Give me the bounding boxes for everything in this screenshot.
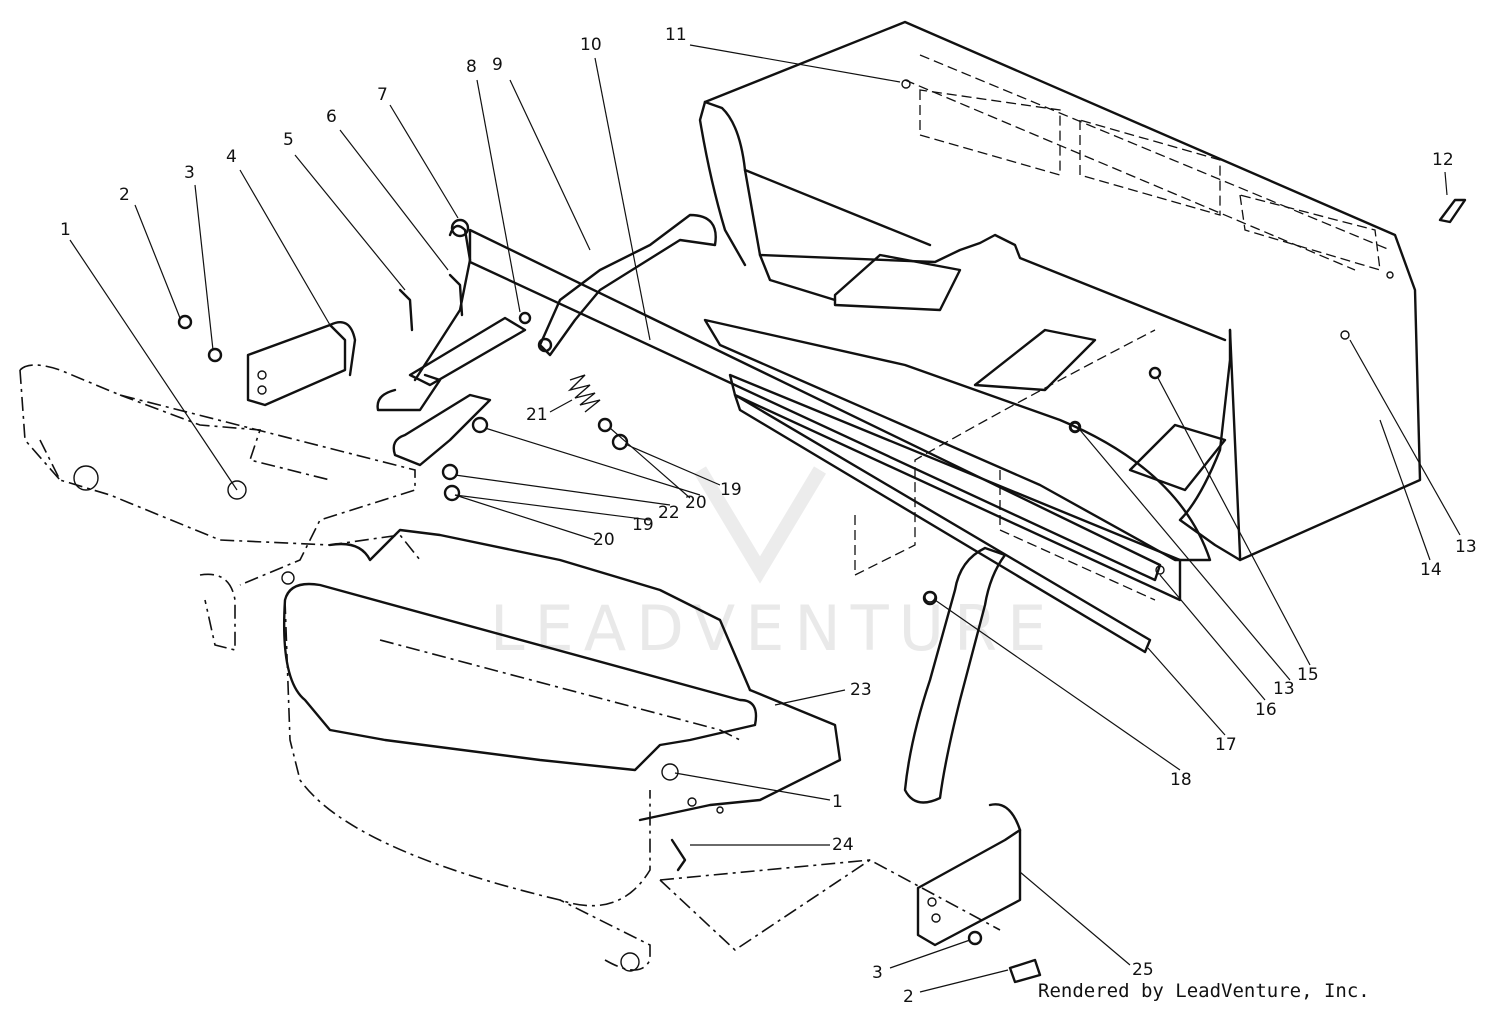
watermark-text: LEADVENTURE	[490, 592, 1056, 665]
watermark: LEADVENTURE	[490, 466, 1056, 665]
mower-frame	[19, 364, 1001, 972]
handle-tube	[903, 546, 1007, 804]
nut-icon	[611, 433, 629, 451]
callout-3-lower: 3	[872, 963, 883, 983]
pin-icon	[922, 590, 938, 606]
callout-2-lower: 2	[903, 987, 914, 1007]
nut-icon	[471, 416, 489, 434]
frame-rail	[468, 228, 1182, 654]
bolt-icon	[177, 314, 193, 330]
bolt-icon	[1008, 958, 1042, 984]
nut-icon	[597, 417, 613, 433]
callout-25: 25	[1132, 960, 1154, 980]
nut-icon	[1068, 420, 1082, 434]
callout-1-lower: 1	[832, 792, 843, 812]
nut-icon	[537, 337, 553, 353]
callout-11: 11	[665, 25, 687, 45]
washer-icon	[207, 347, 223, 363]
callout-20-lower: 20	[593, 530, 615, 550]
bracket-left	[246, 320, 357, 407]
lift-arm	[538, 213, 717, 357]
callout-19-upper: 19	[720, 480, 742, 500]
callout-8: 8	[466, 57, 477, 77]
callout-10: 10	[580, 35, 602, 55]
callout-4: 4	[226, 147, 237, 167]
callout-labels: 1 2 3 4 5 6 7 8 9 10 11 12 13 14 15 13 1…	[60, 25, 1477, 1007]
callout-13-right: 13	[1455, 537, 1477, 557]
callout-18: 18	[1170, 770, 1192, 790]
callout-12: 12	[1432, 150, 1454, 170]
grass-bag	[698, 20, 1422, 562]
callout-3: 3	[184, 163, 195, 183]
watermark-logo-icon	[693, 466, 827, 584]
bolt-icon	[1148, 366, 1162, 380]
bracket-right	[916, 803, 1022, 947]
callout-7: 7	[377, 85, 388, 105]
callout-19-lower: 19	[632, 515, 654, 535]
callout-2: 2	[119, 185, 130, 205]
hardware	[177, 198, 1467, 984]
callout-5: 5	[283, 130, 294, 150]
callout-9: 9	[492, 55, 503, 75]
render-credit: Rendered by LeadVenture, Inc.	[1038, 980, 1370, 1002]
washer-icon	[967, 930, 983, 946]
nut-icon	[443, 484, 461, 502]
callout-15: 15	[1297, 665, 1319, 685]
callout-22: 22	[658, 503, 680, 523]
bolt-icon	[398, 288, 414, 332]
callout-13-mid: 13	[1273, 679, 1295, 699]
spring	[567, 374, 601, 413]
callout-24: 24	[832, 835, 854, 855]
bag-rivet-hole	[901, 79, 911, 89]
callout-6: 6	[326, 107, 337, 127]
leader-lines	[69, 44, 1461, 993]
callout-16: 16	[1255, 700, 1277, 720]
callout-17: 17	[1215, 735, 1237, 755]
callout-21: 21	[526, 405, 548, 425]
callout-20-upper: 20	[685, 493, 707, 513]
callout-14: 14	[1420, 560, 1442, 580]
nut-icon	[518, 311, 532, 325]
clip-icon	[670, 838, 687, 872]
bolt-icon	[448, 273, 464, 317]
pin-icon	[1438, 198, 1467, 224]
callout-23: 23	[850, 680, 872, 700]
washer-icon	[441, 463, 459, 481]
lever-assembly	[376, 218, 527, 467]
callout-1: 1	[60, 220, 71, 240]
